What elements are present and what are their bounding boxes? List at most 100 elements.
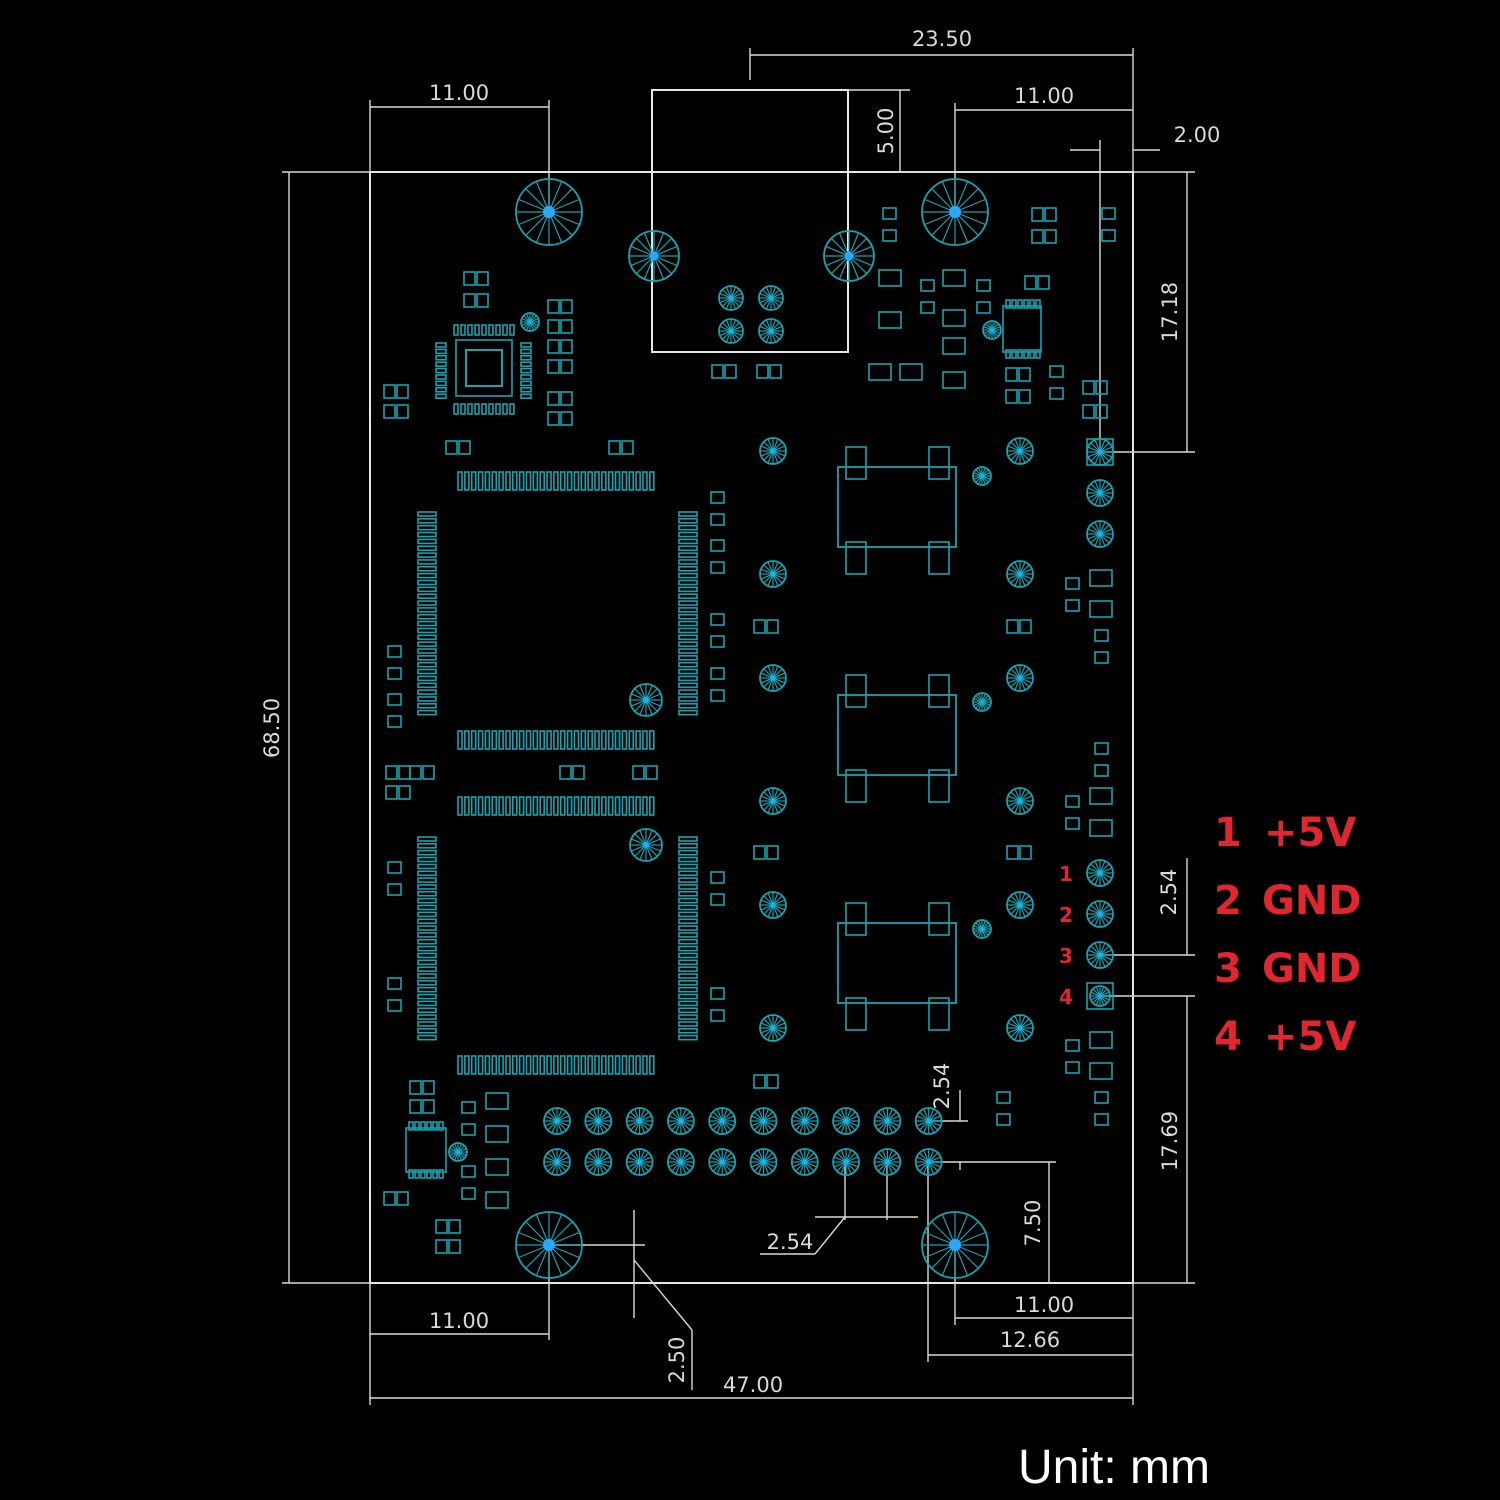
chip-pin-row (678, 518, 698, 524)
dimension-lines (282, 48, 1195, 1405)
chip-pin-row (628, 1055, 635, 1075)
chip-pin-row (417, 531, 437, 538)
chip-pin-row (417, 904, 437, 911)
chip-pin-row (511, 1055, 518, 1075)
chip-pin-row (621, 471, 628, 491)
passive-component (461, 1123, 476, 1136)
chip-pin-row (518, 471, 525, 491)
chip-pin-row (573, 1055, 580, 1075)
passive-component (422, 1080, 435, 1095)
chip-pin-row (457, 730, 463, 750)
passive-component (461, 1101, 476, 1114)
chip-pin-row (498, 1055, 504, 1075)
passive-component (1065, 599, 1080, 612)
passive-component (882, 207, 897, 220)
passive-component (710, 667, 725, 680)
header-pin-icon (667, 1148, 695, 1176)
chip-pin-row (628, 471, 635, 491)
via-icon (759, 560, 787, 588)
chip-pin-row (601, 1055, 607, 1075)
via-icon (718, 318, 744, 344)
passive-component (976, 279, 991, 292)
passive-component (398, 765, 411, 780)
header-pin-icon (584, 1107, 613, 1135)
chip-pin-row (678, 863, 698, 870)
chip-pin-row (417, 668, 437, 675)
passive-component (1094, 764, 1109, 777)
chip-pin (435, 361, 447, 368)
small-ic (1002, 305, 1042, 353)
passive-component (409, 1080, 422, 1095)
passive-component (1044, 229, 1057, 244)
chip-pin-row (678, 938, 698, 945)
transformer-pad (928, 674, 950, 708)
chip-pin-row (417, 877, 437, 883)
passive-component (942, 371, 966, 389)
chip-pin-row (678, 1014, 698, 1020)
pcb-outline (369, 171, 1134, 1284)
passive-component (463, 271, 476, 286)
passive-component (878, 311, 902, 329)
chip-pin-row (678, 620, 698, 627)
chip-pin-row (417, 870, 437, 877)
unit-label: Unit: mm (1018, 1441, 1210, 1494)
chip-pin (435, 348, 447, 355)
passive-component (711, 364, 724, 379)
chip-pin (1017, 349, 1023, 359)
chip-pin-row (580, 796, 587, 816)
legend-name-1: +5V (1264, 810, 1356, 856)
passive-component (387, 715, 402, 728)
chip-pin-row (628, 730, 635, 750)
chip-pin-row (417, 518, 437, 524)
passive-component (458, 440, 471, 455)
chip-pin-row (678, 836, 698, 842)
passive-component (1082, 380, 1095, 395)
passive-component (560, 339, 573, 354)
chip-pin-row (678, 980, 698, 986)
chip-pin-row (417, 524, 437, 531)
chip-pin (1005, 349, 1011, 359)
chip-pin (520, 361, 532, 368)
chip-pin-row (525, 796, 532, 816)
transformer (837, 466, 957, 548)
chip-pin-row (511, 471, 518, 491)
chip-pin (520, 354, 532, 361)
passive-component (409, 1099, 422, 1114)
chip-pin-row (417, 959, 437, 966)
chip-pin (495, 324, 501, 336)
dim-total-width: 47.00 (723, 1373, 783, 1397)
chip-pin-row (477, 730, 484, 750)
passive-component (547, 299, 560, 314)
passive-component (1037, 275, 1050, 290)
chip-pin (460, 324, 466, 336)
header-pin-icon (708, 1148, 737, 1176)
passive-component (547, 359, 560, 374)
chip-pin (435, 367, 447, 374)
chip-pin-row (498, 730, 504, 750)
chip-pin-row (678, 993, 698, 1000)
chip-pin-row (678, 702, 698, 709)
chip-pin (509, 324, 515, 336)
chip-pin-row (678, 641, 698, 647)
chip-pin-row (678, 600, 698, 606)
chip-pin-row (417, 863, 437, 870)
passive-component (448, 1219, 461, 1234)
chip-pin-row (539, 1055, 546, 1075)
chip-pin-row (417, 600, 437, 606)
passive-component (383, 384, 396, 399)
chip-pin-row (614, 1055, 621, 1075)
passive-component (385, 765, 398, 780)
chip-pin-row (678, 668, 698, 675)
passive-component (1089, 819, 1113, 837)
via-icon (759, 437, 787, 465)
passive-component (1094, 651, 1109, 664)
chip-pin-row (678, 870, 698, 877)
chip-pin-row (678, 986, 698, 993)
passive-component (435, 1219, 448, 1234)
dim-hole-offset: 2.50 (665, 1337, 689, 1384)
chip-pin-row (417, 952, 437, 959)
passive-component (766, 845, 779, 860)
header-pin-icon (749, 1148, 778, 1176)
chip-pin-row (457, 1055, 463, 1075)
